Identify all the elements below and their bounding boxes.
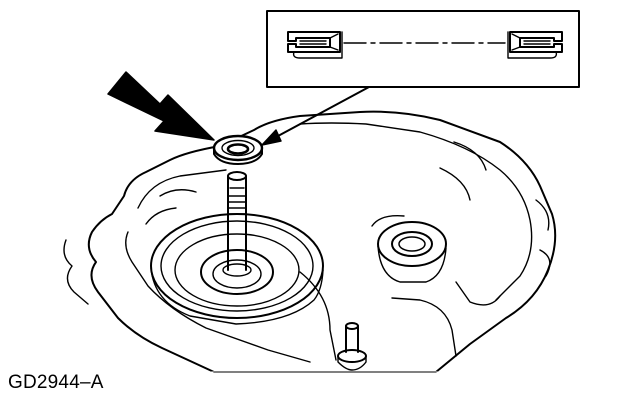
seal-detail-callout (266, 10, 580, 88)
case-boss (371, 215, 447, 283)
leader-arrowhead (261, 129, 282, 146)
arrow-icon (107, 71, 215, 141)
oil-seal-cross-section-icon (212, 134, 264, 165)
left-seal-section (287, 31, 343, 59)
figure-caption: GD2944–A (8, 372, 104, 393)
transmission-case (63, 110, 557, 373)
input-shaft (222, 171, 252, 277)
callout-frame (266, 10, 580, 88)
right-seal-section (507, 31, 563, 59)
case-plug (337, 322, 367, 371)
clutch-drum (150, 213, 324, 325)
